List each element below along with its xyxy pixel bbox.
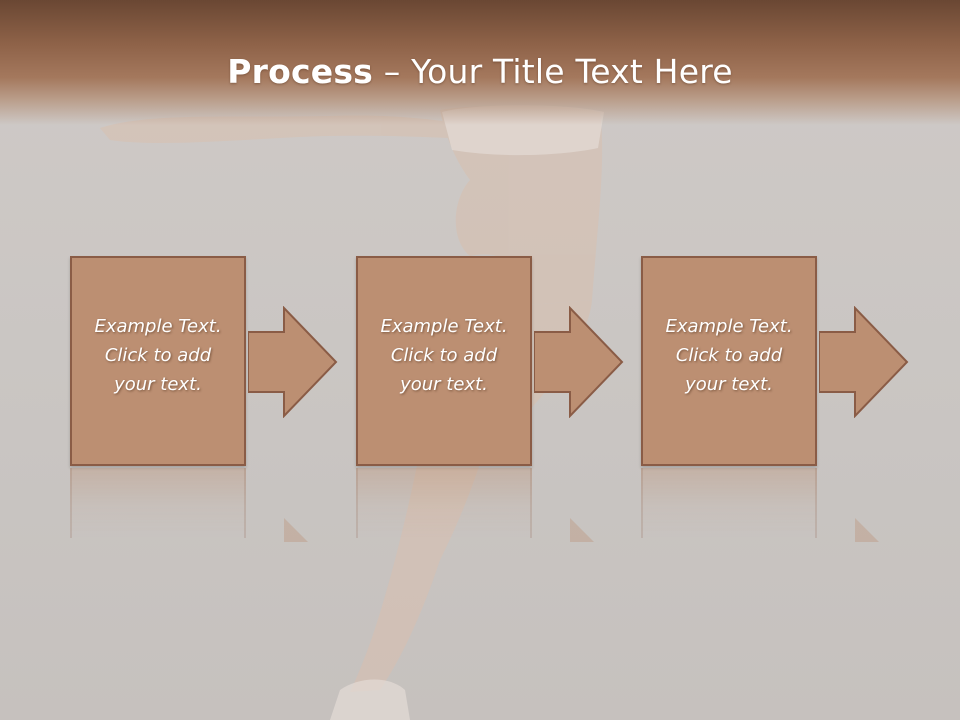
- process-step-2-box[interactable]: Example Text. Click to add your text.: [356, 256, 532, 466]
- process-step-1-reflection: [70, 468, 246, 538]
- process-step-2-reflection: [356, 468, 532, 538]
- process-arrow-1-reflection: [284, 518, 308, 542]
- process-step-1-box[interactable]: Example Text. Click to add your text.: [70, 256, 246, 466]
- process-step-3-text[interactable]: Example Text. Click to add your text.: [665, 316, 793, 395]
- process-arrow-3: [819, 306, 909, 418]
- process-step-3-box[interactable]: Example Text. Click to add your text.: [641, 256, 817, 466]
- process-step-2-text[interactable]: Example Text. Click to add your text.: [380, 316, 508, 395]
- process-arrow-2-reflection: [570, 518, 594, 542]
- process-arrow-3-reflection: [855, 518, 879, 542]
- slide-title[interactable]: Process – Your Title Text Here: [0, 52, 960, 91]
- process-step-3-reflection: [641, 468, 817, 538]
- title-bold-part: Process: [227, 52, 374, 91]
- title-bar: [0, 0, 960, 125]
- process-arrow-1: [248, 306, 338, 418]
- process-step-1-text[interactable]: Example Text. Click to add your text.: [94, 316, 222, 395]
- title-rest-part: – Your Title Text Here: [373, 52, 733, 91]
- process-arrow-2: [534, 306, 624, 418]
